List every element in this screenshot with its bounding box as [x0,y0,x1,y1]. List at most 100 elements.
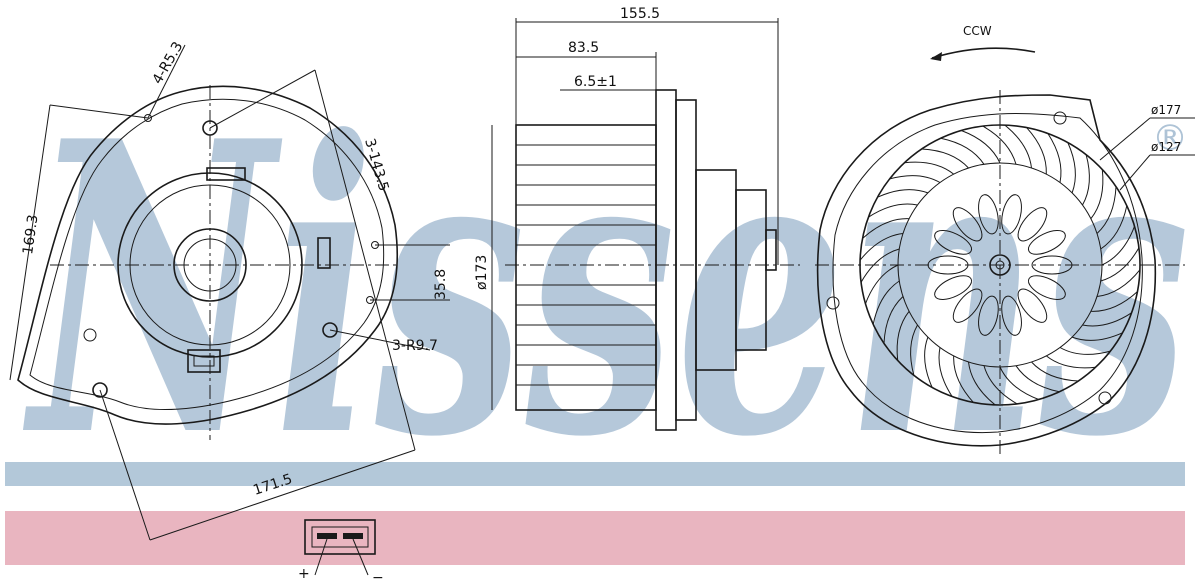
fan-blade [961,130,1001,164]
rotation-arrow [931,47,1036,59]
fan-blade [982,125,1017,165]
dim-ext-bolt-top [209,69,316,129]
pin-plus [317,533,337,539]
front-view: 4-R5.3 169.3 3-143.5 171.5 35.8 3-R9.7 [9,39,450,541]
fan-blade [921,148,969,169]
fan-blade [1059,347,1111,355]
leader-large-holes [329,329,431,351]
fan-blade [910,324,918,376]
fan-blade [1082,154,1090,206]
fan-blade [877,189,929,198]
fan-blade [896,310,910,361]
dim-line-height [9,104,51,381]
fan-blade [1015,365,1060,393]
fan-blade [1045,355,1096,369]
dim-line-width [99,389,151,541]
hub-petal [934,230,973,255]
label-offset-right: 35.8 [433,269,449,300]
terminal-block [187,349,221,373]
label-diameter-housing: ø173 [474,255,490,290]
fan-blade [1100,205,1128,250]
rear-view: CCW ø177 ø127 [815,24,1195,455]
hub-petal [952,207,983,242]
fan-blades [859,124,1141,406]
scroll-housing-inner [832,113,1143,434]
fan-blade [1026,127,1047,175]
fan-blade [904,161,955,175]
hub-petal [934,275,973,300]
connector-inner [311,526,369,548]
tab-hole-left [826,296,840,310]
label-rotation: CCW [963,24,992,38]
dim-line-bolt [314,69,416,451]
fan-blade [889,175,941,183]
label-length-motor: 83.5 [568,40,599,56]
hub-petal [1001,194,1022,235]
blade-lines [516,144,656,386]
fan-blade [1047,133,1062,183]
fan-blade [1082,312,1132,327]
leader-small-holes [147,44,186,119]
fan-blade [999,366,1039,400]
fan-blade [1067,142,1076,194]
hub-petal [1017,288,1048,323]
tab-hole-top [1053,111,1067,125]
fan-blade [862,218,910,239]
label-height-left: 169.3 [20,214,41,256]
label-flange-gap: 6.5±1 [574,74,617,90]
side-view: 155.5 83.5 6.5±1 ø173 [474,6,800,431]
blue-band [5,462,1185,486]
fan-blade [865,264,899,304]
fan-blade [1071,332,1123,341]
fan-blade [1100,247,1140,282]
registered-mark: ® [1152,118,1188,159]
fan-blade [924,336,933,388]
leader-wheel-diameter [1119,154,1151,191]
pin-minus [343,533,363,539]
fan-blade [1004,124,1032,169]
pink-band [5,511,1185,565]
dim-line-width-2 [149,449,416,541]
leader-plus [314,538,328,576]
leader-outer-diameter [1099,117,1151,161]
rotation-arrow-head [930,52,942,61]
terminal-pins [193,355,215,367]
fan-blade [1090,169,1104,220]
hub-petal [978,295,999,336]
clip-top [206,167,246,181]
label-plus: + [298,566,310,582]
mount-hole-bottom-left [92,382,108,398]
mounting-plate-outline [17,85,399,425]
shaft-end [765,229,777,271]
fan-blade [940,137,985,165]
label-minus: − [372,570,384,586]
label-holes-large: 3-R9.7 [392,338,438,354]
label-diameter-outer: ø177 [1151,103,1181,117]
small-hole-4 [83,328,97,342]
fan-blade [859,233,904,261]
tab-hole-bottom [1098,391,1112,405]
fan-blade [1101,226,1135,266]
fan-blade [872,280,900,325]
fan-blade [968,361,996,406]
hub-petal [1027,230,1066,255]
dim-ext-top [49,104,149,119]
hub-petal [1001,295,1022,336]
fan-blade [1096,186,1117,234]
mounting-plate-inner [29,98,385,411]
fan-blade [938,347,953,397]
fan-blade [1031,361,1079,382]
scroll-housing-outline [816,94,1157,447]
fan-blade [883,296,904,344]
fan-blade [1090,291,1138,312]
hub-petal [978,194,999,235]
leader-minus [352,538,369,576]
fan-blade [868,203,918,218]
fan-blade [983,365,1018,405]
fan-blade [1096,269,1141,297]
hub-petal [1027,275,1066,300]
label-total-length: 155.5 [620,6,660,22]
connector-body [304,519,376,555]
